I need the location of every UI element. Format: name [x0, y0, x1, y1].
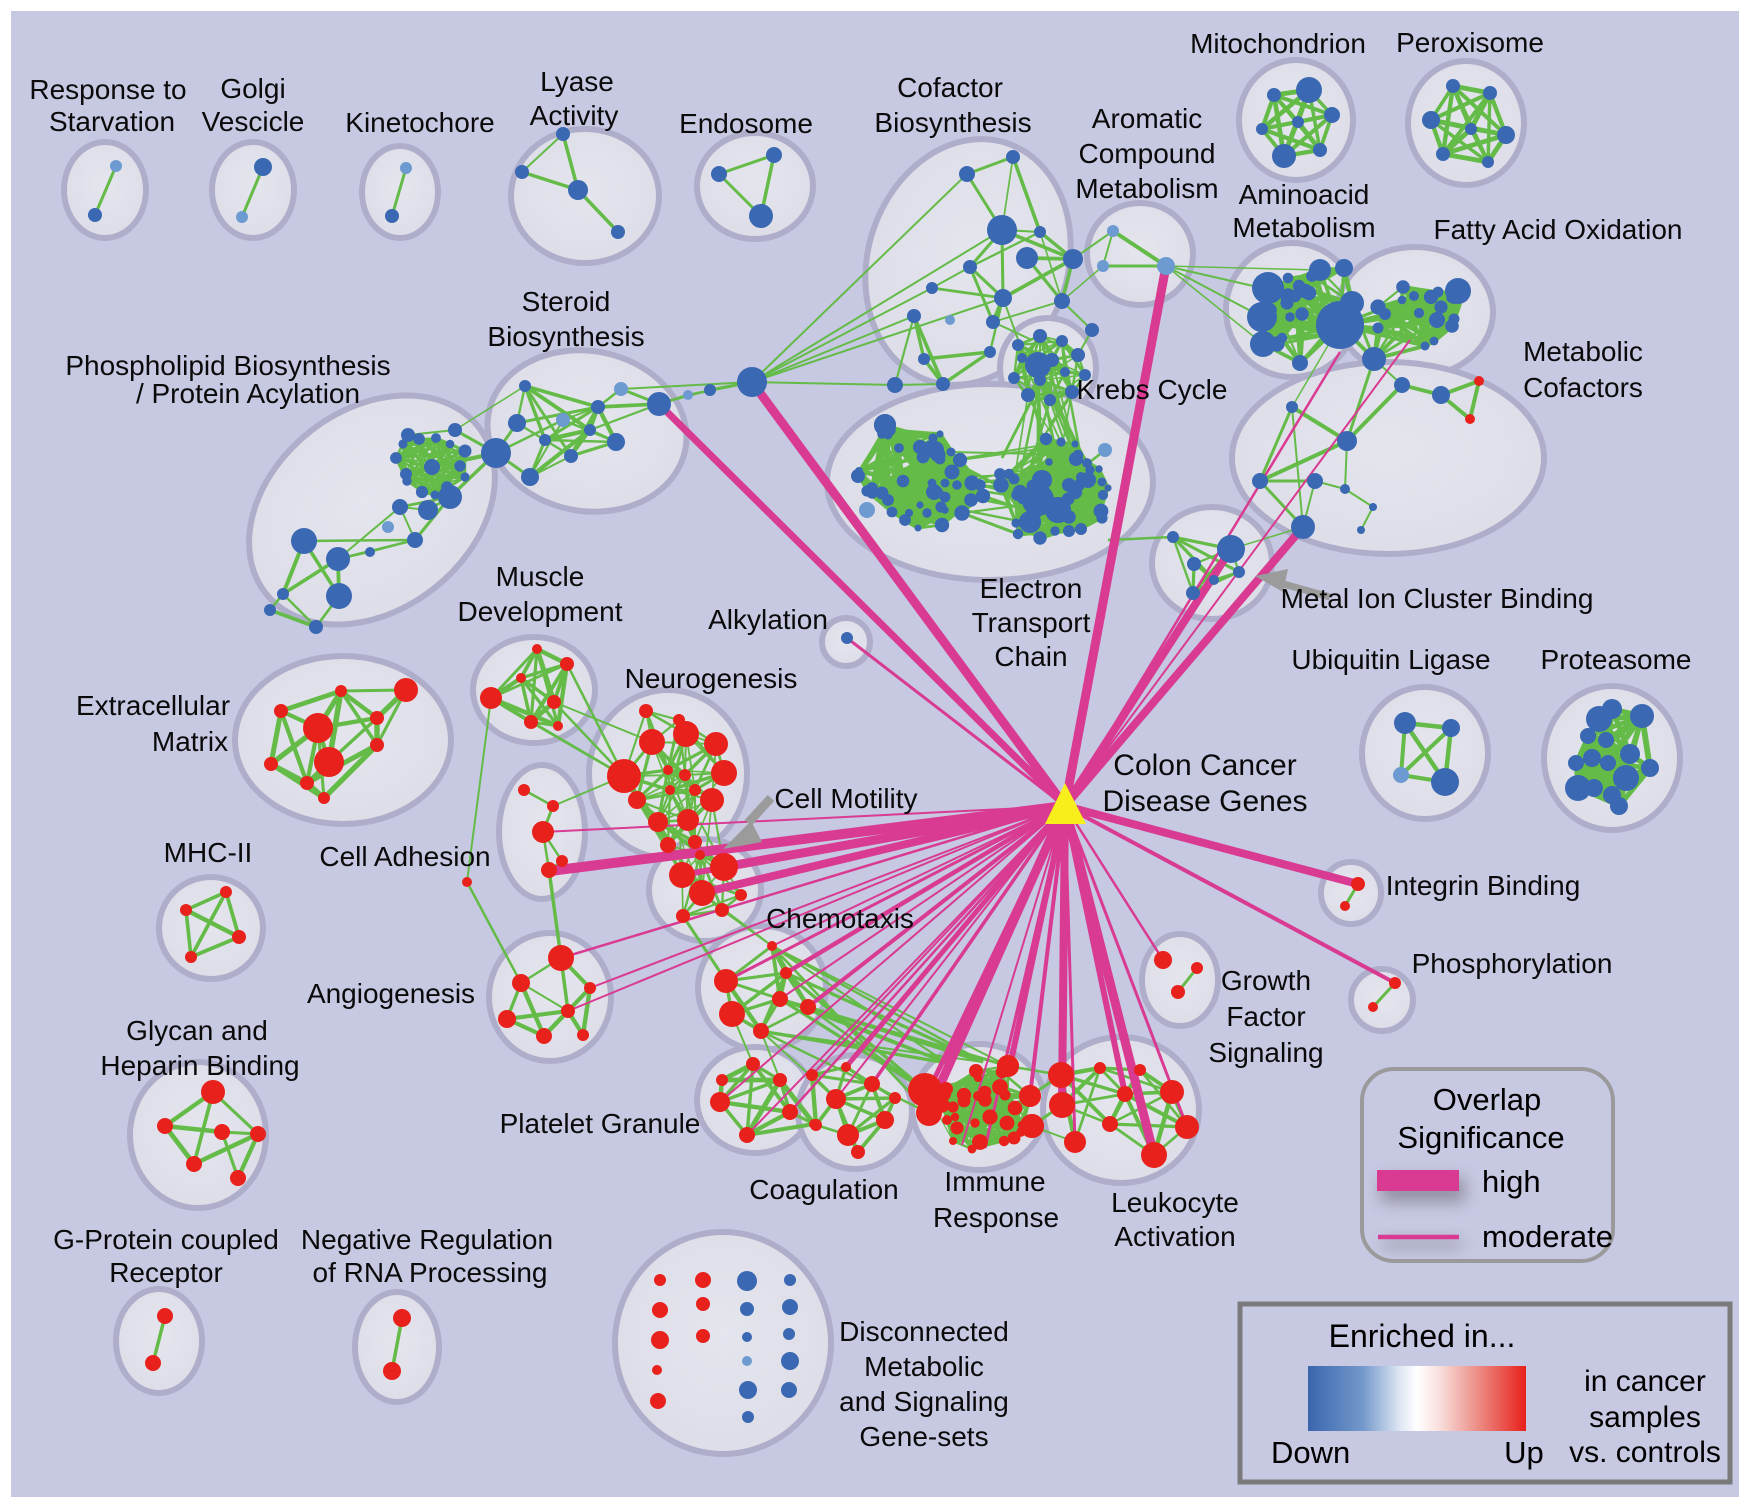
svg-text:Starvation: Starvation [49, 106, 175, 137]
svg-text:Colon Cancer: Colon Cancer [1113, 749, 1296, 782]
svg-text:Matrix: Matrix [152, 726, 228, 757]
svg-text:Extracellular: Extracellular [76, 690, 230, 721]
svg-text:Significance: Significance [1397, 1120, 1564, 1155]
svg-text:Negative Regulation: Negative Regulation [301, 1224, 553, 1255]
svg-text:Phospholipid Biosynthesis: Phospholipid Biosynthesis [65, 350, 390, 381]
svg-text:Aminoacid: Aminoacid [1239, 179, 1370, 210]
svg-text:Biosynthesis: Biosynthesis [487, 321, 644, 352]
svg-text:Aromatic: Aromatic [1092, 103, 1202, 134]
svg-text:Response to: Response to [29, 74, 186, 105]
svg-text:Chemotaxis: Chemotaxis [766, 903, 914, 934]
svg-text:Disease Genes: Disease Genes [1102, 785, 1307, 818]
svg-text:Cell Motility: Cell Motility [774, 783, 917, 814]
svg-text:Overlap: Overlap [1433, 1082, 1542, 1117]
svg-text:Krebs Cycle: Krebs Cycle [1077, 374, 1228, 405]
svg-text:Proteasome: Proteasome [1541, 644, 1692, 675]
svg-text:Factor: Factor [1226, 1001, 1305, 1032]
svg-text:Ubiquitin Ligase: Ubiquitin Ligase [1291, 644, 1490, 675]
svg-text:Electron: Electron [980, 573, 1083, 604]
svg-text:Response: Response [933, 1202, 1059, 1233]
svg-text:Peroxisome: Peroxisome [1396, 27, 1544, 58]
svg-text:in cancer: in cancer [1584, 1365, 1706, 1398]
svg-text:Mitochondrion: Mitochondrion [1190, 28, 1366, 59]
svg-text:and Signaling: and Signaling [839, 1386, 1009, 1417]
svg-text:Cell Adhesion: Cell Adhesion [319, 841, 490, 872]
svg-text:Phosphorylation: Phosphorylation [1412, 948, 1613, 979]
svg-text:Metabolic: Metabolic [1523, 336, 1643, 367]
svg-text:Platelet Granule: Platelet Granule [500, 1108, 701, 1139]
svg-text:Development: Development [458, 596, 623, 627]
svg-text:MHC-II: MHC-II [164, 837, 253, 868]
svg-text:Compound: Compound [1079, 138, 1216, 169]
svg-text:moderate: moderate [1482, 1219, 1613, 1254]
svg-text:Muscle: Muscle [496, 561, 585, 592]
svg-text:Cofactor: Cofactor [897, 72, 1003, 103]
svg-text:Growth: Growth [1221, 965, 1311, 996]
svg-text:Angiogenesis: Angiogenesis [307, 978, 475, 1009]
svg-text:Receptor: Receptor [109, 1257, 223, 1288]
svg-text:Cofactors: Cofactors [1523, 372, 1643, 403]
svg-text:Fatty Acid Oxidation: Fatty Acid Oxidation [1433, 214, 1682, 245]
svg-text:Chain: Chain [994, 641, 1067, 672]
svg-text:high: high [1482, 1164, 1541, 1199]
svg-text:Metabolic: Metabolic [864, 1351, 984, 1382]
svg-text:Metabolism: Metabolism [1232, 212, 1375, 243]
svg-text:Up: Up [1504, 1435, 1544, 1470]
svg-text:Enriched in...: Enriched in... [1329, 1318, 1516, 1354]
svg-text:Lyase: Lyase [540, 66, 614, 97]
svg-text:Steroid: Steroid [522, 286, 611, 317]
svg-text:Metabolism: Metabolism [1075, 173, 1218, 204]
svg-text:Activation: Activation [1114, 1221, 1235, 1252]
svg-text:Down: Down [1271, 1435, 1350, 1470]
svg-text:G-Protein coupled: G-Protein coupled [53, 1224, 279, 1255]
svg-text:/ Protein Acylation: / Protein Acylation [136, 378, 360, 409]
svg-text:Glycan and: Glycan and [126, 1015, 268, 1046]
svg-text:Heparin Binding: Heparin Binding [100, 1050, 299, 1081]
svg-text:vs. controls: vs. controls [1569, 1436, 1721, 1469]
svg-text:Gene-sets: Gene-sets [859, 1421, 988, 1452]
svg-text:Endosome: Endosome [679, 108, 813, 139]
svg-text:Neurogenesis: Neurogenesis [625, 663, 798, 694]
svg-text:Kinetochore: Kinetochore [345, 107, 494, 138]
svg-text:Integrin Binding: Integrin Binding [1386, 870, 1581, 901]
svg-text:Golgi: Golgi [220, 73, 285, 104]
svg-text:Disconnected: Disconnected [839, 1316, 1009, 1347]
svg-text:samples: samples [1589, 1401, 1701, 1434]
svg-text:Coagulation: Coagulation [749, 1174, 898, 1205]
svg-text:Immune: Immune [944, 1166, 1045, 1197]
svg-text:Biosynthesis: Biosynthesis [874, 107, 1031, 138]
svg-text:Transport: Transport [972, 607, 1091, 638]
svg-text:Activity: Activity [530, 100, 619, 131]
svg-text:of RNA Processing: of RNA Processing [313, 1257, 548, 1288]
svg-text:Alkylation: Alkylation [708, 604, 828, 635]
svg-text:Metal Ion Cluster Binding: Metal Ion Cluster Binding [1281, 583, 1594, 614]
svg-text:Signaling: Signaling [1208, 1037, 1323, 1068]
svg-text:Vescicle: Vescicle [202, 106, 305, 137]
svg-text:Leukocyte: Leukocyte [1111, 1187, 1239, 1218]
